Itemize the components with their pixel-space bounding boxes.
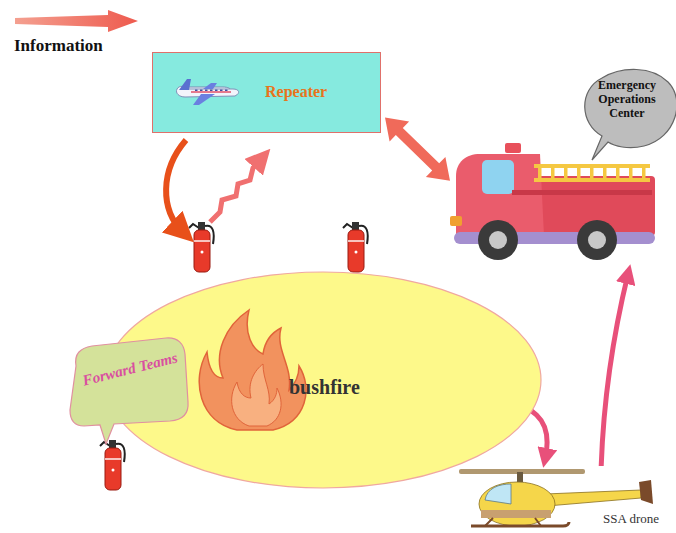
speech-bubble xyxy=(70,338,188,444)
info-arrow xyxy=(385,118,450,181)
repeater-box: Repeater xyxy=(152,52,381,133)
node-label: Repeater xyxy=(265,83,375,101)
extinguisher-icon xyxy=(100,440,125,490)
uplink-arrow xyxy=(210,158,262,222)
operations-center: Emergency Operations Center xyxy=(452,66,672,264)
node-label: bushfire xyxy=(289,376,399,399)
flame-icon xyxy=(199,310,306,430)
downlink-arrow xyxy=(166,140,186,232)
extinguisher-icon xyxy=(189,222,214,272)
extinguisher-icon xyxy=(343,222,368,272)
airplane-icon xyxy=(176,79,238,105)
legend-arrow xyxy=(15,10,138,32)
team-bubble: Forward Teams xyxy=(66,336,192,446)
drone-node: SSA drone xyxy=(455,460,670,532)
node-label: Emergency Operations Center xyxy=(583,78,671,120)
flame-icon xyxy=(232,364,281,426)
node-label: SSA drone xyxy=(603,511,669,527)
legend-text: Information xyxy=(14,36,103,56)
fire-truck-icon xyxy=(450,143,655,260)
info-arrow xyxy=(601,274,628,466)
